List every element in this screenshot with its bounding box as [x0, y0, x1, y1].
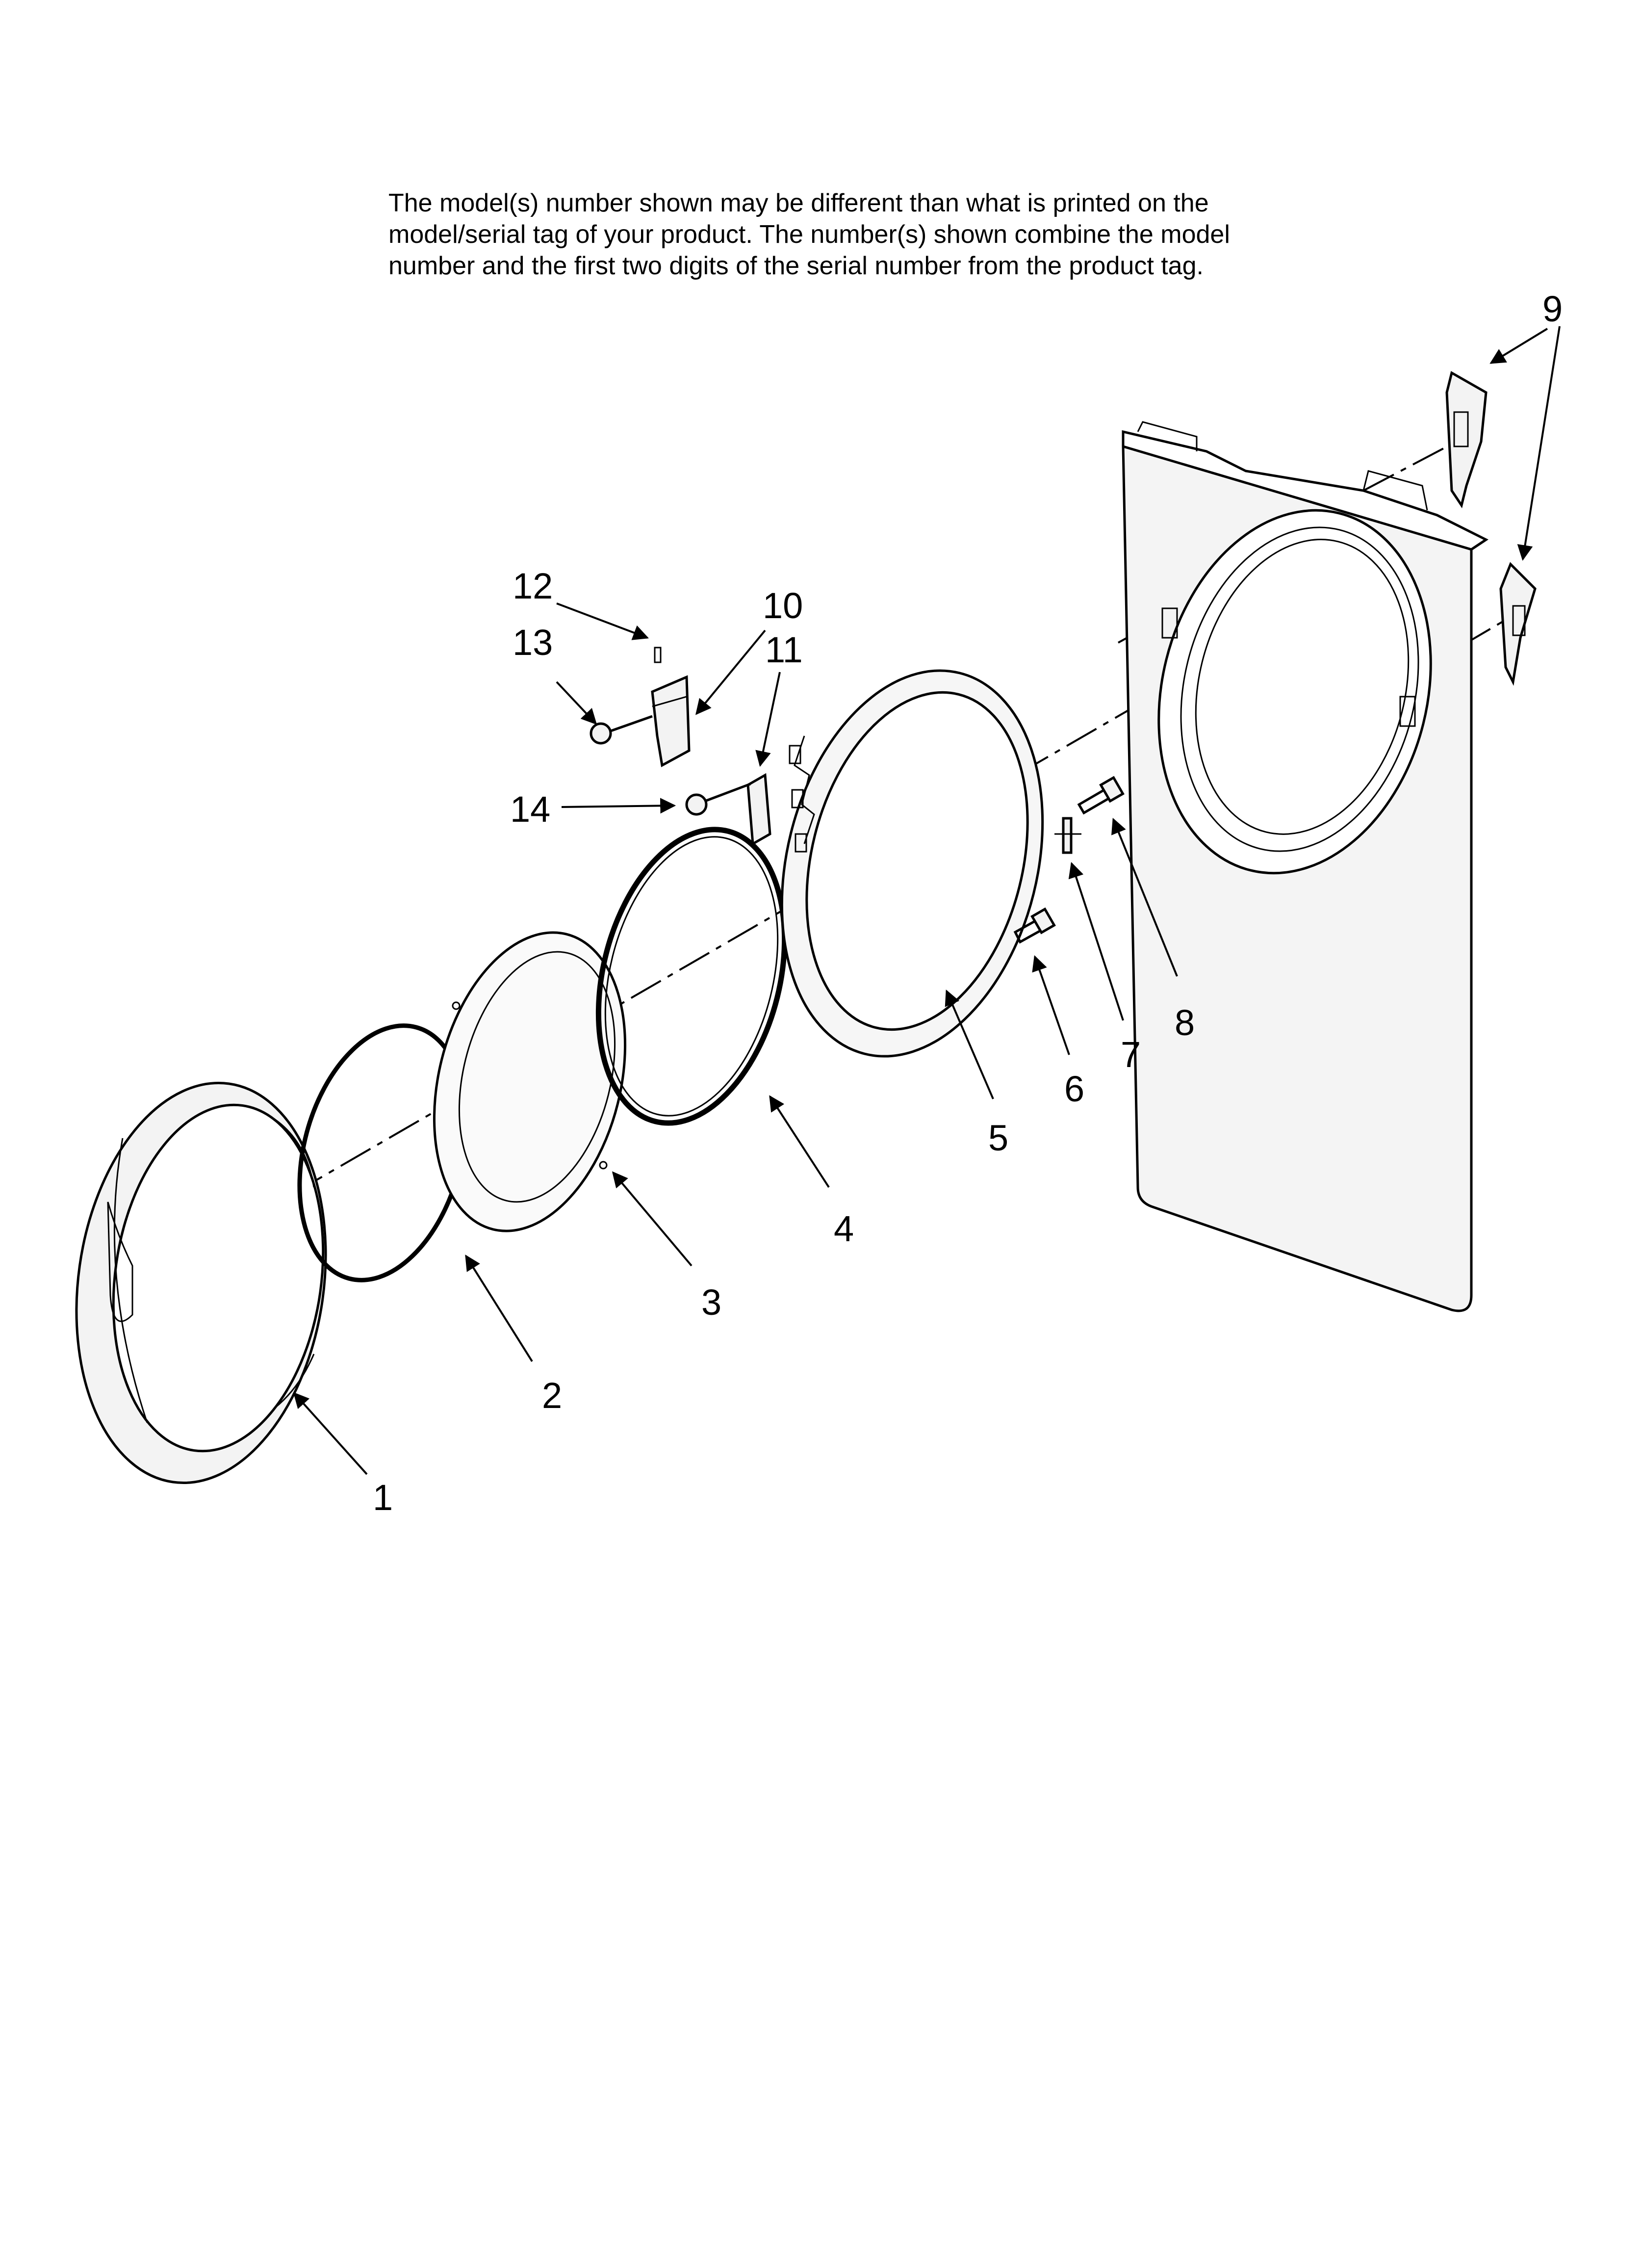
part-12-pin — [654, 647, 662, 663]
callout-4: 4 — [834, 1208, 854, 1249]
leader-14 — [561, 798, 676, 814]
part-5-inner-door-frame — [780, 669, 1044, 1058]
leader-2 — [465, 1254, 533, 1362]
part-3-inner-glass — [433, 931, 627, 1232]
part-14-screw — [685, 782, 751, 816]
callout-6: 6 — [1064, 1069, 1084, 1109]
part-13-screw — [590, 715, 653, 745]
callout-3: 3 — [701, 1282, 721, 1323]
leader-13 — [556, 681, 597, 725]
leader-12 — [556, 602, 649, 640]
part-11-latch-plate — [746, 773, 771, 846]
part-1-outer-door — [75, 1082, 327, 1484]
front-panel — [1122, 421, 1488, 1312]
callout-1: 1 — [373, 1477, 393, 1518]
leader-3 — [612, 1171, 693, 1267]
leader-1 — [293, 1392, 368, 1475]
callout-12: 12 — [513, 566, 553, 606]
leader-7 — [1068, 861, 1124, 1021]
callout-10: 10 — [763, 585, 803, 626]
part-7-hinge-pin — [1054, 817, 1081, 854]
leader-11 — [755, 672, 781, 767]
leader-10 — [695, 629, 766, 715]
note-line-3: number and the first two digits of the s… — [388, 252, 1204, 280]
part-6-screw — [1013, 907, 1056, 944]
callout-7: 7 — [1121, 1034, 1141, 1075]
part-10-latch-bracket — [651, 675, 691, 767]
note-line-2: model/serial tag of your product. The nu… — [388, 220, 1230, 249]
part-9-hinges — [1445, 371, 1537, 686]
callout-11: 11 — [765, 629, 803, 670]
leader-5 — [945, 990, 994, 1099]
leader-6 — [1032, 955, 1070, 1055]
callout-14: 14 — [510, 789, 550, 830]
callout-8: 8 — [1175, 1002, 1195, 1043]
leader-8 — [1111, 818, 1178, 977]
part-8-bolt — [1077, 776, 1125, 815]
leader-9b — [1517, 326, 1561, 561]
callout-13: 13 — [513, 622, 553, 663]
note-line-1: The model(s) number shown may be differe… — [388, 189, 1209, 217]
part-4-gasket — [595, 827, 788, 1126]
model-number-note: The model(s) number shown may be differe… — [388, 187, 1467, 282]
callout-2: 2 — [542, 1375, 562, 1416]
leader-9a — [1489, 328, 1548, 364]
callout-5: 5 — [988, 1118, 1008, 1158]
callout-9: 9 — [1542, 288, 1563, 329]
leader-4 — [769, 1095, 830, 1188]
hinge-axis-line — [1363, 441, 1457, 492]
